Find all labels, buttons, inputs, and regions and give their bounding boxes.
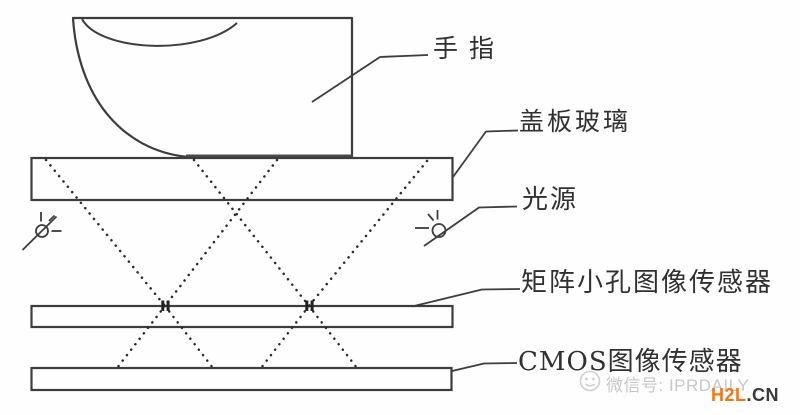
- light-ray: [259, 304, 311, 370]
- brand-name: H2L: [711, 385, 747, 405]
- leader-line-cover-glass: [452, 129, 519, 178]
- brand-suffix: .CN: [746, 385, 780, 405]
- leader-line-pinhole-sensor: [411, 288, 521, 308]
- leader-line-cmos-sensor: [451, 362, 518, 372]
- wechat-id-text: 微信号: IPRDAILY: [606, 376, 750, 395]
- pinhole-sensor-layer: [30, 304, 454, 329]
- fingernail-arc: [81, 18, 238, 47]
- leader-line-light-source: [423, 205, 518, 247]
- light-ray: [307, 159, 429, 308]
- light-ray: [44, 158, 167, 308]
- light-source-label: 光源: [522, 185, 579, 215]
- finger-outline: [71, 16, 354, 159]
- light-rays-upper: [44, 158, 429, 308]
- light-ray: [115, 304, 167, 370]
- light-ray: [307, 304, 359, 370]
- pinhole-aperture: [161, 300, 314, 311]
- light-ray: [163, 158, 279, 308]
- watermark: 微信号: IPRDAILY H2L.CN: [576, 365, 796, 410]
- lamp-icon-left: [21, 212, 62, 251]
- leader-lines: [311, 54, 521, 372]
- cover-glass-layer: [30, 156, 454, 202]
- cmos-sensor-label: CMOS图像传感器: [518, 347, 743, 377]
- leader-line-finger: [311, 54, 429, 103]
- light-ray: [192, 158, 311, 308]
- light-ray: [163, 304, 215, 370]
- pinhole-sensor-label: 矩阵小孔图像传感器: [521, 268, 774, 298]
- finger-label: 手指: [433, 34, 506, 63]
- cover-glass-label: 盖板玻璃: [519, 107, 632, 136]
- light-rays-lower: [115, 304, 359, 370]
- lamp-icon-right: [415, 210, 447, 238]
- cmos-sensor-layer: [30, 366, 453, 392]
- smiley-face-icon: [579, 370, 601, 392]
- brand-logo: H2L.CN: [711, 385, 779, 406]
